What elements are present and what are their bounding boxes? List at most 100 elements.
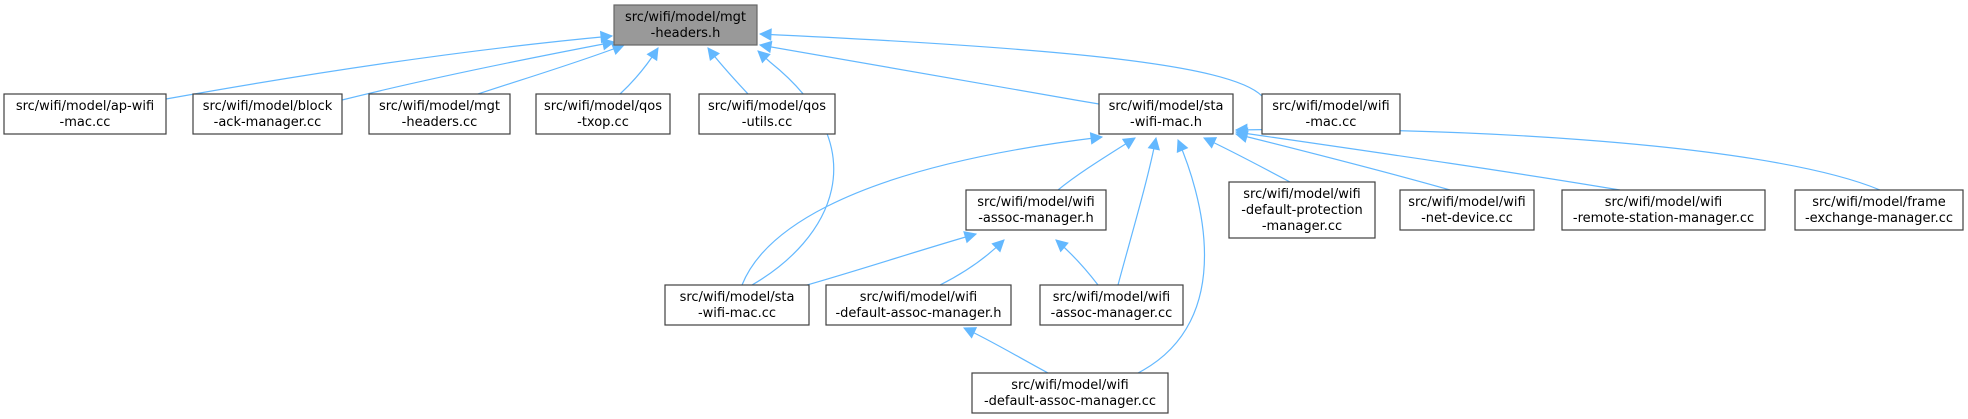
- node-label-line: src/wifi/model/wifi: [860, 290, 977, 305]
- edge-arrowhead: [1176, 138, 1189, 154]
- edge-wifi_default_assoc_manager_cc-to-sta_wifi_mac_h: [1137, 138, 1206, 374]
- node-wifi-default-protection-manager-cc[interactable]: src/wifi/model/wifi-default-protection-m…: [1228, 181, 1376, 239]
- edge-line: [939, 239, 1005, 286]
- node-label-line: -assoc-manager.h: [978, 211, 1094, 226]
- edge-line: [963, 327, 1049, 374]
- edge-wifi_assoc_manager_cc-to-sta_wifi_mac_h: [1117, 136, 1160, 286]
- edges-layer: [165, 28, 1881, 374]
- edge-line: [477, 44, 625, 95]
- node-mgt-headers-h[interactable]: src/wifi/model/mgt-headers.h: [613, 4, 758, 46]
- node-box: [1039, 284, 1184, 326]
- node-label-line: src/wifi/model/sta: [680, 290, 795, 305]
- node-label-line: -exchange-manager.cc: [1805, 211, 1953, 226]
- node-label-line: src/wifi/model/wifi: [1053, 290, 1170, 305]
- edge-wifi_assoc_manager_h-to-sta_wifi_mac_h: [1057, 137, 1136, 191]
- node-box: [368, 93, 511, 135]
- edge-wifi_remote_station_manager_cc-to-sta_wifi_mac_h: [1234, 127, 1621, 191]
- node-sta-wifi-mac-h[interactable]: src/wifi/model/sta-wifi-mac.h: [1098, 93, 1234, 135]
- node-wifi-remote-station-manager-cc[interactable]: src/wifi/model/wifi-remote-station-manag…: [1561, 189, 1766, 231]
- node-label-line: -wifi-mac.cc: [698, 306, 776, 321]
- node-frame-exchange-manager-cc[interactable]: src/wifi/model/frame-exchange-manager.cc: [1794, 189, 1964, 231]
- node-qos-txop-cc[interactable]: src/wifi/model/qos-txop.cc: [535, 93, 671, 135]
- node-qos-utils-cc[interactable]: src/wifi/model/qos-utils.cc: [698, 93, 836, 135]
- node-label-line: -utils.cc: [742, 115, 792, 130]
- node-wifi-mac-cc[interactable]: src/wifi/model/wifi-mac.cc: [1261, 93, 1401, 135]
- node-box: [664, 284, 810, 326]
- edge-wifi_net_device_cc-to-sta_wifi_mac_h: [1234, 130, 1451, 191]
- node-box: [535, 93, 671, 135]
- node-label-line: -mac.cc: [60, 115, 111, 130]
- edge-arrowhead: [707, 47, 720, 61]
- edge-wifi_default_protection_manager_cc-to-sta_wifi_mac_h: [1202, 137, 1291, 183]
- edge-sta_wifi_mac_cc-to-mgt_headers_h: [751, 50, 835, 286]
- node-block-ack-manager-cc[interactable]: src/wifi/model/block-ack-manager.cc: [192, 93, 343, 135]
- node-wifi-default-assoc-manager-h[interactable]: src/wifi/model/wifi-default-assoc-manage…: [825, 284, 1012, 326]
- node-box: [1098, 93, 1234, 135]
- node-label-line: src/wifi/model/mgt: [625, 10, 746, 25]
- edge-arrowhead: [1055, 239, 1069, 253]
- node-box: [1228, 181, 1376, 239]
- node-label-line: src/wifi/model/frame: [1812, 195, 1946, 210]
- edge-line: [741, 136, 1103, 286]
- node-label-line: src/wifi/model/ap-wifi: [16, 99, 154, 114]
- edge-line: [759, 33, 1263, 97]
- node-label-line: src/wifi/model/wifi: [1408, 195, 1525, 210]
- node-label-line: src/wifi/model/wifi: [977, 195, 1094, 210]
- edge-arrowhead: [758, 28, 772, 41]
- node-label-line: -manager.cc: [1262, 219, 1342, 234]
- edge-arrowhead: [1202, 137, 1218, 149]
- node-label-line: src/wifi/model/sta: [1109, 99, 1224, 114]
- node-sta-wifi-mac-cc[interactable]: src/wifi/model/sta-wifi-mac.cc: [664, 284, 810, 326]
- node-label-line: -headers.cc: [402, 115, 478, 130]
- node-mgt-headers-cc[interactable]: src/wifi/model/mgt-headers.cc: [368, 93, 511, 135]
- edge-sta_wifi_mac_cc-to-sta_wifi_mac_h: [741, 132, 1104, 286]
- node-label-line: src/wifi/model/wifi: [1011, 378, 1128, 393]
- node-label-line: -ack-manager.cc: [214, 115, 322, 130]
- edge-arrowhead: [963, 231, 978, 244]
- node-label-line: -default-assoc-manager.h: [835, 306, 1001, 321]
- edge-line: [165, 35, 613, 100]
- node-box: [613, 4, 758, 46]
- edge-arrowhead: [1234, 123, 1248, 137]
- edge-mgt_headers_cc-to-mgt_headers_h: [477, 43, 626, 95]
- edge-block_ack_manager_cc-to-mgt_headers_h: [341, 37, 616, 101]
- node-wifi-assoc-manager-cc[interactable]: src/wifi/model/wifi-assoc-manager.cc: [1039, 284, 1184, 326]
- edge-line: [1137, 139, 1206, 374]
- edge-qos_txop_cc-to-mgt_headers_h: [619, 47, 659, 95]
- node-label-line: -headers.h: [651, 26, 721, 41]
- node-label-line: -remote-station-manager.cc: [1573, 211, 1754, 226]
- edge-line: [1057, 137, 1136, 191]
- edge-line: [1235, 131, 1621, 191]
- node-label-line: -net-device.cc: [1421, 211, 1513, 226]
- node-ap-wifi-mac-cc[interactable]: src/wifi/model/ap-wifi-mac.cc: [3, 93, 167, 135]
- node-wifi-assoc-manager-h[interactable]: src/wifi/model/wifi-assoc-manager.h: [965, 189, 1107, 231]
- edge-arrowhead: [991, 239, 1005, 253]
- node-label-line: src/wifi/model/wifi: [1243, 187, 1360, 202]
- edge-line: [799, 233, 977, 288]
- node-box: [965, 189, 1107, 231]
- node-label-line: -default-protection: [1241, 203, 1363, 218]
- edge-wifi_assoc_manager_cc-to-wifi_assoc_manager_h: [1055, 239, 1099, 286]
- node-box: [3, 93, 167, 135]
- node-box: [1261, 93, 1401, 135]
- node-label-line: src/wifi/model/wifi: [1272, 99, 1389, 114]
- node-wifi-net-device-cc[interactable]: src/wifi/model/wifi-net-device.cc: [1399, 189, 1535, 231]
- edge-arrowhead: [1089, 132, 1104, 145]
- node-wifi-default-assoc-manager-cc[interactable]: src/wifi/model/wifi-default-assoc-manage…: [971, 372, 1169, 414]
- node-label-line: -mac.cc: [1306, 115, 1357, 130]
- node-box: [1794, 189, 1964, 231]
- node-box: [1561, 189, 1766, 231]
- edge-sta_wifi_mac_h-to-mgt_headers_h: [758, 40, 1100, 105]
- edge-line: [1235, 128, 1881, 191]
- node-box: [192, 93, 343, 135]
- node-box: [971, 372, 1169, 414]
- edge-sta_wifi_mac_cc-to-wifi_assoc_manager_h: [799, 231, 978, 288]
- edge-arrowhead: [1121, 137, 1136, 150]
- node-label-line: src/wifi/model/mgt: [379, 99, 500, 114]
- nodes-layer: src/wifi/model/mgt-headers.hsrc/wifi/mod…: [3, 4, 1964, 414]
- edge-arrowhead: [1147, 136, 1160, 151]
- edge-wifi_default_assoc_manager_h-to-wifi_assoc_manager_h: [939, 239, 1005, 286]
- node-label-line: src/wifi/model/qos: [708, 99, 826, 114]
- edge-arrowhead: [601, 37, 616, 51]
- edge-arrowhead: [646, 47, 659, 62]
